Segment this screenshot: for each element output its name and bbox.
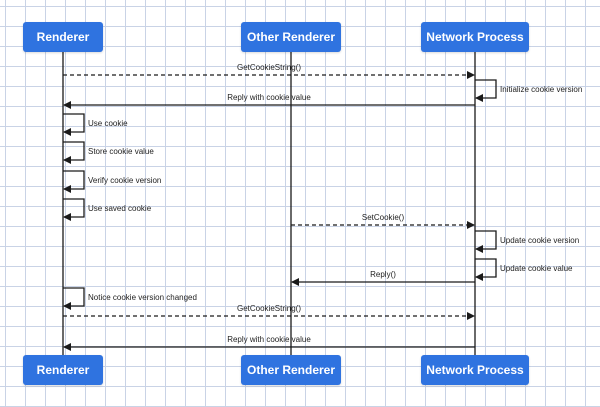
message-m8: SetCookie(): [291, 213, 475, 229]
message-m6: Verify cookie version: [63, 170, 161, 193]
message-label: Notice cookie version changed: [88, 293, 197, 302]
message-m13: GetCookieString(): [63, 304, 475, 320]
self-message-arrow: [475, 230, 497, 253]
message-label: Use cookie: [88, 119, 128, 128]
message-m10: Update cookie value: [475, 258, 573, 281]
participant-renderer-bottom: Renderer: [23, 355, 103, 385]
message-label: Initialize cookie version: [500, 85, 582, 94]
self-message-arrow: [475, 258, 497, 281]
message-label: Reply(): [370, 270, 396, 279]
message-label: Update cookie version: [500, 236, 579, 245]
message-m3: Reply with cookie value: [63, 93, 475, 109]
message-label: Reply with cookie value: [227, 335, 311, 344]
participant-network-process-bottom: Network Process: [421, 355, 529, 385]
participant-other-renderer-bottom: Other Renderer: [241, 355, 341, 385]
message-label: GetCookieString(): [237, 63, 301, 72]
self-message-arrow: [63, 141, 85, 164]
participant-network-process-top: Network Process: [421, 22, 529, 52]
message-label: Use saved cookie: [88, 204, 152, 213]
message-m11: Reply(): [291, 270, 475, 286]
participant-other-renderer-top: Other Renderer: [241, 22, 341, 52]
message-label: Store cookie value: [88, 147, 154, 156]
message-label: Reply with cookie value: [227, 93, 311, 102]
message-m9: Update cookie version: [475, 230, 579, 253]
self-message-arrow: [63, 287, 85, 310]
message-m14: Reply with cookie value: [63, 335, 475, 351]
message-label: Verify cookie version: [88, 176, 161, 185]
message-m4: Use cookie: [63, 113, 128, 136]
message-m7: Use saved cookie: [63, 198, 152, 221]
participant-renderer-top: Renderer: [23, 22, 103, 52]
message-label: Update cookie value: [500, 264, 573, 273]
self-message-arrow: [63, 198, 85, 221]
message-m12: Notice cookie version changed: [63, 287, 197, 310]
message-m1: GetCookieString(): [63, 63, 475, 79]
message-label: GetCookieString(): [237, 304, 301, 313]
self-message-arrow: [475, 79, 497, 102]
self-message-arrow: [63, 113, 85, 136]
self-message-arrow: [63, 170, 85, 193]
message-m5: Store cookie value: [63, 141, 154, 164]
message-label: SetCookie(): [362, 213, 405, 222]
message-m2: Initialize cookie version: [475, 79, 582, 102]
